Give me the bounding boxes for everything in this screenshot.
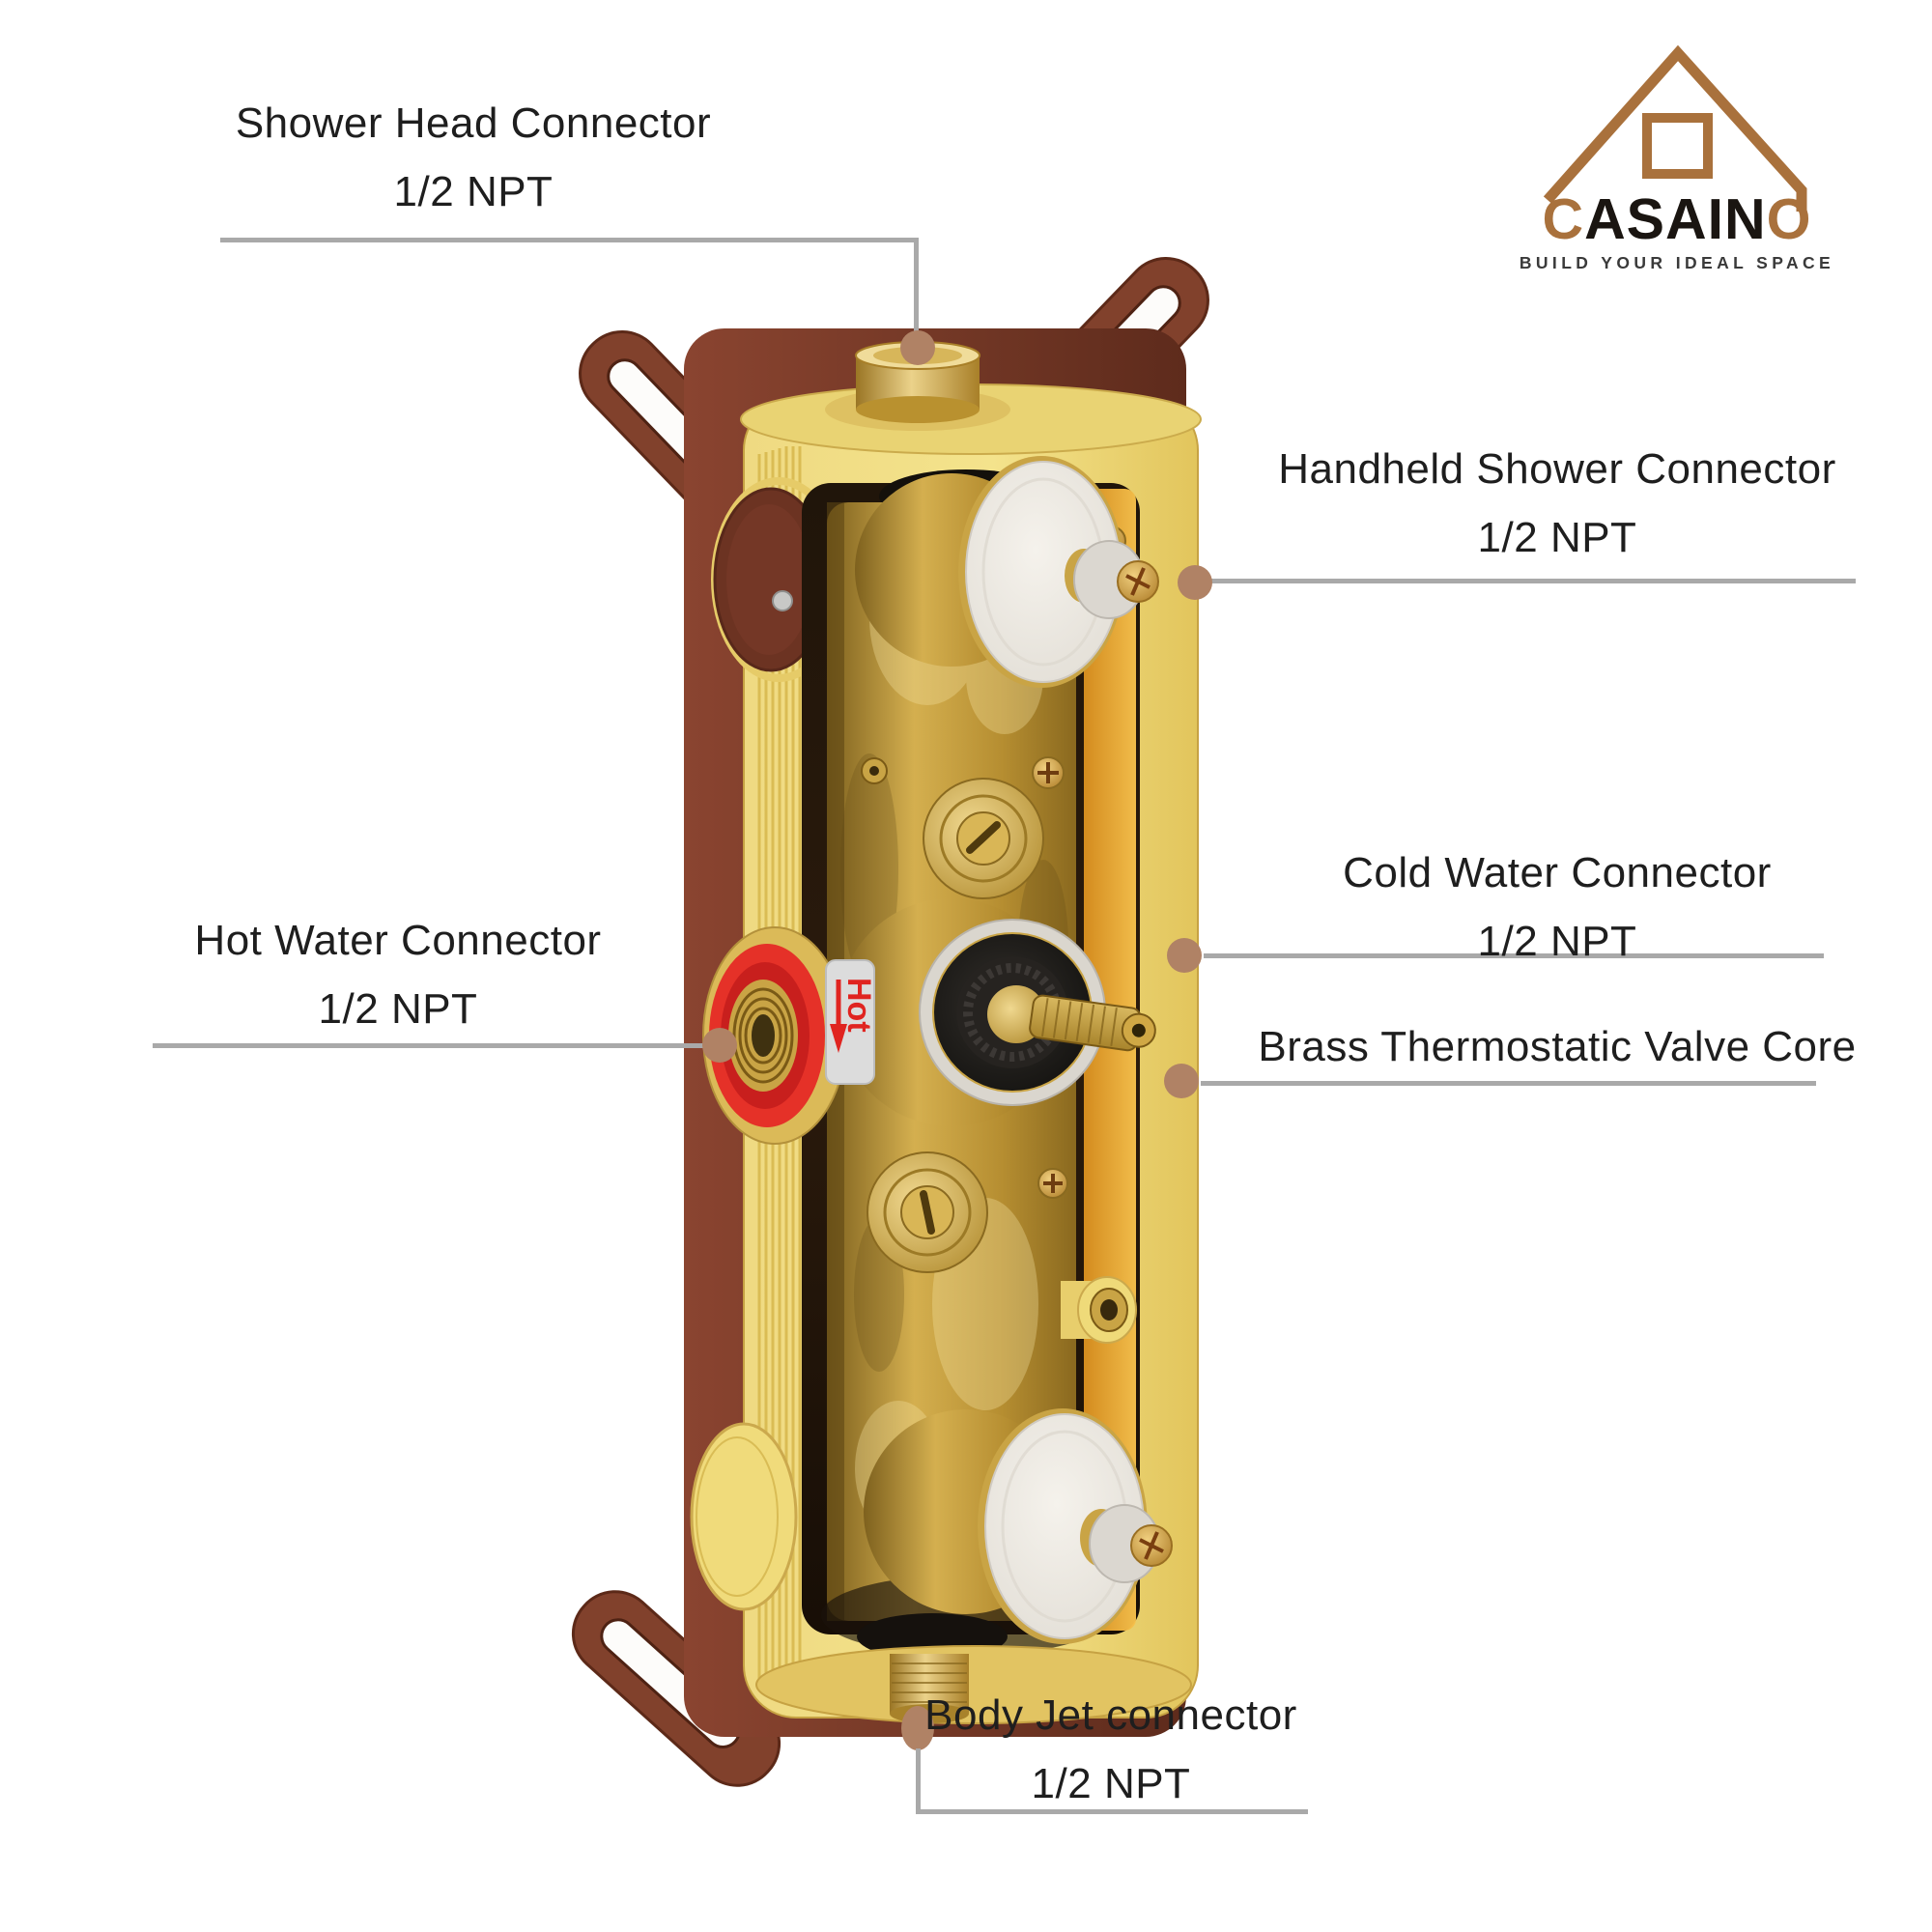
valve-illustration: Hot <box>571 256 1209 1787</box>
callout-spec: 1/2 NPT <box>1477 918 1637 965</box>
slotted-screw-icon <box>966 821 1001 854</box>
leader-line-cold-water <box>1204 953 1824 958</box>
callout-dot-thermostatic-core <box>1164 1064 1199 1098</box>
frame-eyelet <box>861 757 888 784</box>
callout-spec: 1/2 NPT <box>318 985 478 1033</box>
hot-arrow-icon <box>830 1024 847 1053</box>
callout-dot-handheld-shower <box>1178 565 1212 600</box>
service-disc-lower <box>867 1151 988 1273</box>
leader-line-shower-head <box>914 238 919 350</box>
thermostatic-valve-core <box>838 898 1156 1126</box>
leader-line-body-jet <box>916 1748 921 1814</box>
callout-title: Shower Head Connector <box>235 99 712 147</box>
callout-handheld-shower: Handheld Shower Connector 1/2 NPT <box>1236 442 1878 564</box>
leader-line-shower-head <box>220 238 918 242</box>
callout-hot-water: Hot Water Connector 1/2 NPT <box>108 914 688 1036</box>
callout-cold-water: Cold Water Connector 1/2 NPT <box>1236 846 1878 968</box>
service-disc-upper <box>923 778 1044 899</box>
logo-roof-icon <box>1543 44 1807 212</box>
callout-title: Hot Water Connector <box>194 917 602 964</box>
logo-window-icon <box>1642 113 1713 179</box>
callout-body-jet: Body Jet connector 1/2 NPT <box>821 1689 1401 1810</box>
callout-title: Body Jet connector <box>924 1691 1297 1739</box>
callout-title: Handheld Shower Connector <box>1278 445 1836 493</box>
callout-dot-cold-water <box>1167 938 1202 973</box>
brand-wordmark: CASAINO <box>1542 187 1811 251</box>
callout-spec: 1/2 NPT <box>1031 1760 1191 1807</box>
hot-sticker: Hot <box>825 959 877 1085</box>
hot-sticker-label: Hot <box>840 978 877 1033</box>
hot-water-inlet <box>702 926 847 1145</box>
callout-thermostatic-core: Brass Thermostatic Valve Core <box>1219 1020 1895 1073</box>
knockout-screw-icon <box>772 590 793 611</box>
slotted-screw-icon <box>920 1190 935 1235</box>
interior-right-wall <box>1084 489 1136 1631</box>
handheld-volume-knob <box>855 456 1159 688</box>
shower-head-connector <box>825 341 1010 431</box>
callout-title: Brass Thermostatic Valve Core <box>1258 1023 1857 1070</box>
leader-line-thermostatic-core <box>1201 1081 1816 1086</box>
callout-spec: 1/2 NPT <box>1477 514 1637 561</box>
callout-spec: 1/2 NPT <box>393 168 554 215</box>
callout-shower-head: Shower Head Connector 1/2 NPT <box>184 97 763 218</box>
leader-line-body-jet <box>916 1809 1308 1814</box>
phillips-screw-icon <box>1037 1168 1068 1199</box>
brand-logo: CASAINO BUILD YOUR IDEAL SPACE <box>1520 44 1834 272</box>
body-jet-volume-knob <box>864 1408 1173 1644</box>
leader-line-hot-water <box>153 1043 719 1048</box>
callout-dot-shower-head <box>900 330 935 365</box>
phillips-screw-icon <box>1032 756 1065 789</box>
brand-tagline: BUILD YOUR IDEAL SPACE <box>1520 253 1834 272</box>
callout-dot-body-jet <box>901 1706 934 1750</box>
callout-dot-hot-water <box>702 1028 737 1063</box>
leader-line-handheld-shower <box>1210 579 1856 583</box>
housing-bottom-face <box>755 1645 1192 1724</box>
side-port-boss <box>1061 1276 1137 1344</box>
callout-title: Cold Water Connector <box>1343 849 1772 896</box>
valve-core-stem <box>1029 994 1156 1052</box>
side-cap <box>690 1422 798 1611</box>
